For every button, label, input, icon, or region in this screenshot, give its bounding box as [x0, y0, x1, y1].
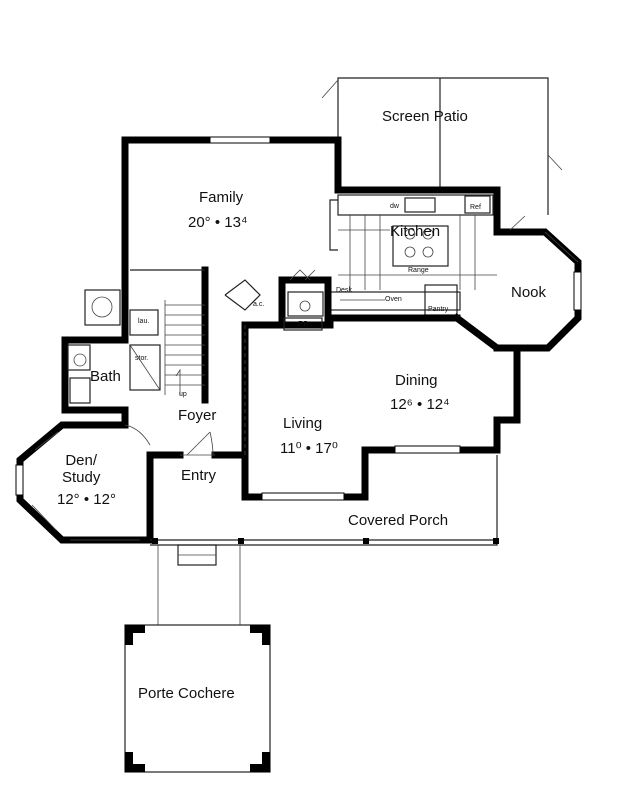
den-walls — [15, 406, 154, 544]
bath-label: Bath — [90, 368, 121, 385]
nook-label: Nook — [511, 284, 547, 301]
dining-label: Dining — [395, 372, 438, 389]
den-dimension: 12° • 12° — [57, 491, 116, 508]
stair-laundry — [61, 266, 209, 414]
living-dimension: 11⁰ • 17⁰ — [280, 440, 338, 457]
desk-label: Desk — [336, 287, 352, 294]
entry-label: Entry — [181, 467, 217, 484]
covered-porch-label: Covered Porch — [348, 512, 449, 529]
dining-dimension: 12⁶ • 12⁴ — [390, 396, 450, 413]
covered-porch — [150, 455, 499, 625]
dishwasher-label: dw — [390, 203, 399, 210]
den-study-label: Den/ Study — [62, 452, 101, 486]
living-label: Living — [283, 415, 323, 432]
entry-walls — [146, 325, 249, 459]
stair-up-label: up — [179, 391, 187, 398]
kitchen-counters — [329, 194, 497, 316]
laundry-label: lau. — [138, 318, 150, 325]
screen-patio-label: Screen Patio — [382, 108, 468, 125]
porte-cochere-label: Porte Cochere — [138, 685, 235, 702]
kitchen-label: Kitchen — [390, 223, 441, 240]
dining-walls — [224, 269, 521, 501]
porte-cochere — [124, 624, 271, 773]
ac-label: a.c. — [253, 301, 265, 308]
family-dimension: 20° • 13⁴ — [188, 214, 248, 231]
screen-patio-outline — [321, 77, 563, 215]
range-label: Range — [408, 267, 429, 274]
storage-label: stor. — [135, 355, 149, 362]
refrigerator-label: Ref — [470, 204, 481, 211]
nook-walls — [493, 215, 582, 352]
family-walls — [121, 136, 519, 274]
foyer-label: Foyer — [178, 407, 217, 424]
family-label: Family — [199, 189, 244, 206]
oven-label: Oven — [385, 296, 402, 303]
pantry-label: Pantry — [428, 306, 449, 313]
fireplace-label: F.P. — [298, 321, 310, 328]
bath-walls — [67, 344, 91, 404]
